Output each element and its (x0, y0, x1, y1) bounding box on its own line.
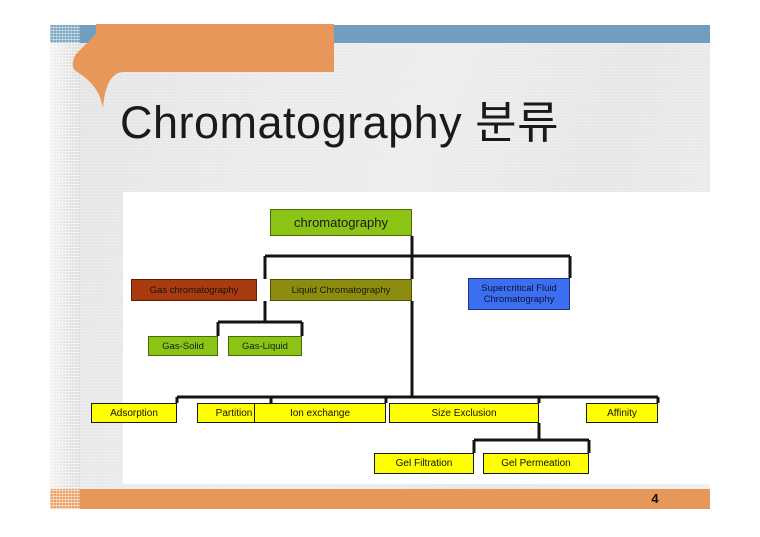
node-label: Gel Filtration (395, 458, 453, 469)
node-label: Liquid Chromatography (291, 284, 391, 296)
node-label: Gel Permeation (501, 458, 571, 469)
header-blue-bar-texture (50, 25, 80, 43)
node-gas-liquid[interactable]: Gas-Liquid (228, 336, 302, 356)
node-liquid[interactable]: Liquid Chromatography (270, 279, 412, 301)
node-label: Size Exclusion (431, 407, 497, 419)
node-label: Partition (215, 407, 253, 419)
node-label: Ion exchange (289, 407, 351, 419)
page-number: 4 (651, 491, 659, 506)
node-label: Adsorption (110, 407, 158, 419)
node-gel-permeation[interactable]: Gel Permeation (483, 453, 589, 474)
node-affinity[interactable]: Affinity (586, 403, 658, 423)
orange-banner-shape (72, 24, 334, 108)
node-label: Gas chromatography (149, 284, 239, 296)
node-gas-solid[interactable]: Gas-Solid (148, 336, 218, 356)
node-gel-filtration[interactable]: Gel Filtration (374, 453, 474, 474)
node-size-exclusion[interactable]: Size Exclusion (389, 403, 539, 423)
node-root[interactable]: chromatography (270, 209, 412, 236)
page-title: Chromatography 분류 (120, 97, 559, 148)
node-label: Supercritical Fluid Chromatography (481, 283, 557, 305)
left-margin-strip (50, 25, 80, 509)
node-label: Gas-Solid (162, 340, 204, 352)
node-label: Affinity (607, 407, 637, 419)
node-partition[interactable]: Partition (197, 403, 271, 423)
node-ion-exchange[interactable]: Ion exchange (254, 403, 386, 423)
diagram-panel (123, 192, 710, 484)
footer-bar-texture (50, 489, 80, 509)
node-gas[interactable]: Gas chromatography (131, 279, 257, 301)
footer-bar (50, 489, 710, 509)
node-label: chromatography (294, 215, 388, 230)
node-sfc[interactable]: Supercritical Fluid Chromatography (468, 278, 570, 310)
node-adsorption[interactable]: Adsorption (91, 403, 177, 423)
node-label: Gas-Liquid (242, 340, 288, 352)
